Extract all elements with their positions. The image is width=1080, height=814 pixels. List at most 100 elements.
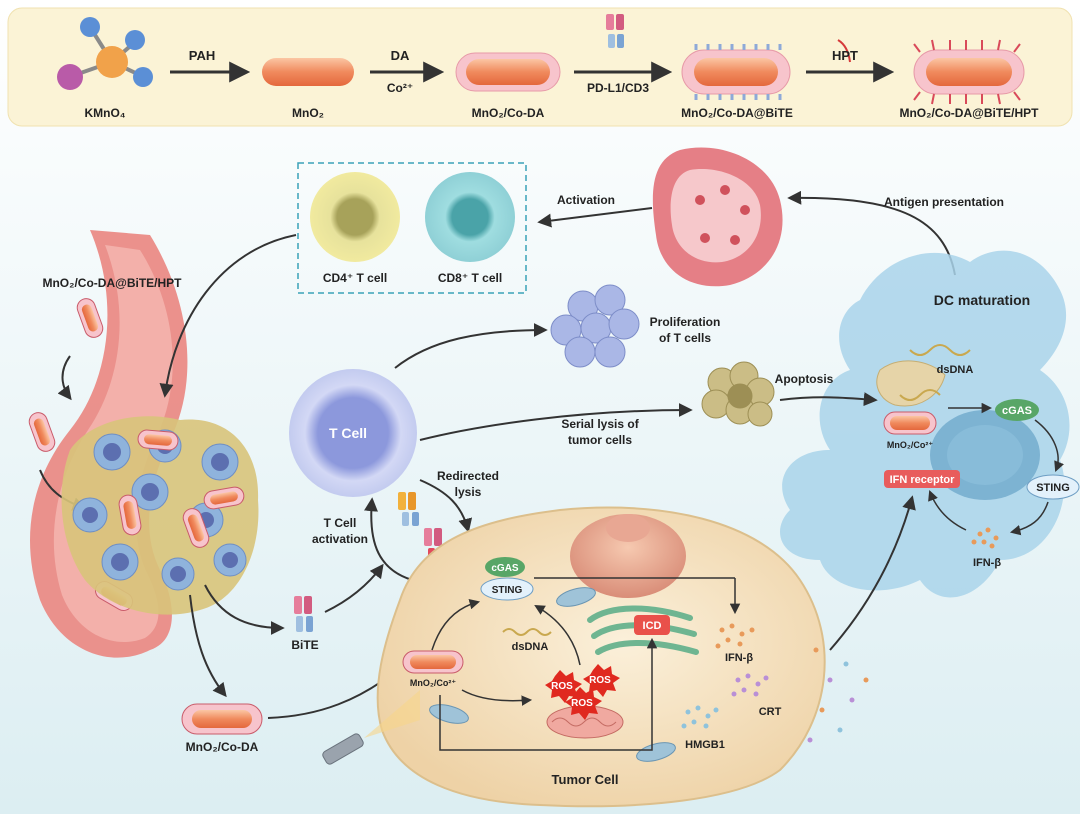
dsdna-tumor-label: dsDNA bbox=[512, 641, 549, 653]
serial-lysis-label-1: Serial lysis of bbox=[561, 417, 639, 431]
ros-burst-1: ROS bbox=[545, 670, 582, 703]
lymph-node bbox=[652, 147, 783, 287]
dc-maturation-label: DC maturation bbox=[934, 292, 1030, 308]
cd4-label: CD4⁺ T cell bbox=[323, 271, 387, 285]
activation-label: Activation bbox=[557, 193, 615, 207]
kmno4-label: KMnO₄ bbox=[84, 106, 125, 120]
tumor-to-dc-arrow bbox=[829, 495, 916, 651]
t-cell bbox=[289, 369, 417, 497]
bite-antibody-icon bbox=[606, 14, 624, 48]
released-dots bbox=[807, 647, 869, 743]
ifnb-tumor-label: IFN-β bbox=[725, 652, 753, 664]
co-label: Co²⁺ bbox=[387, 81, 413, 95]
hpt-label: HPT bbox=[832, 48, 858, 63]
t-cell-label: T Cell bbox=[329, 425, 367, 441]
nucleus bbox=[570, 514, 686, 598]
tcell-activation-arrow bbox=[364, 497, 413, 581]
cgas-tumor-label: cGAS bbox=[491, 563, 519, 574]
apoptosis-to-dc-arrow bbox=[779, 392, 878, 407]
hpt-icon bbox=[837, 39, 851, 63]
mno2-co-tumor-rod bbox=[402, 650, 464, 674]
pdl1-cd3-label: PD-L1/CD3 bbox=[587, 81, 649, 95]
bite-icon bbox=[294, 596, 313, 632]
redirected-lysis-arrow bbox=[419, 479, 473, 533]
apoptosis-label: Apoptosis bbox=[775, 372, 834, 386]
serial-lysis-arrow bbox=[419, 403, 693, 441]
cd8-label: CD8⁺ T cell bbox=[438, 271, 502, 285]
dc-ifnb-arrow bbox=[1009, 501, 1049, 536]
kmno4-molecule-icon bbox=[57, 17, 153, 90]
cgas-tumor-badge bbox=[485, 557, 525, 577]
mno2-coda-bite-nanorod bbox=[681, 44, 791, 100]
sting-tumor-badge bbox=[480, 577, 534, 601]
mno2-to-icd-arrow bbox=[439, 637, 658, 751]
crt-dots bbox=[731, 673, 769, 697]
sting-dc-label: STING bbox=[1036, 482, 1070, 494]
svg-text:ROS: ROS bbox=[571, 698, 593, 709]
dsdna-cluster-dc bbox=[876, 344, 971, 407]
mitochondrion-1 bbox=[556, 587, 596, 607]
icd-badge bbox=[634, 615, 670, 635]
cgas-dc-badge bbox=[995, 399, 1039, 421]
cgas-dc-label: cGAS bbox=[1002, 405, 1032, 417]
tcell-subsets-box: CD4⁺ T cell CD8⁺ T cell bbox=[297, 162, 527, 294]
mno2-label: MnO₂ bbox=[292, 106, 324, 120]
icd-label: ICD bbox=[643, 620, 662, 632]
tumor-mass bbox=[61, 416, 259, 615]
dc-sting-arrow bbox=[1034, 419, 1064, 472]
proliferation-label-1: Proliferation bbox=[650, 315, 721, 329]
svg-text:ROS: ROS bbox=[589, 675, 611, 686]
laser-probe-icon bbox=[322, 690, 420, 765]
ifn-receptor-label: IFN receptor bbox=[890, 474, 956, 486]
apoptotic-body bbox=[701, 361, 775, 427]
tcell-activation-label-2: activation bbox=[312, 532, 368, 546]
antigen-presentation-label: Antigen presentation bbox=[884, 195, 1004, 209]
mno2-coda-nanorod bbox=[455, 52, 561, 92]
tcell-cluster bbox=[550, 284, 640, 368]
vessel-nanoparticle-label: MnO₂/Co-DA@BiTE/HPT bbox=[42, 276, 182, 290]
ifnb-dc-dots bbox=[971, 527, 999, 549]
mno2-coda-bite-label: MnO₂/Co-DA@BiTE bbox=[681, 106, 793, 120]
mno2-coda-bottom-label: MnO₂/Co-DA bbox=[186, 740, 259, 754]
nucleolus bbox=[606, 514, 650, 542]
sting-tumor-label: STING bbox=[492, 585, 523, 596]
mno2-to-sting-arrow bbox=[431, 599, 481, 651]
mno2-to-ros-arrow bbox=[461, 689, 533, 706]
mno2-nanorod bbox=[262, 58, 354, 86]
da-label: DA bbox=[391, 48, 410, 63]
bite-label: BiTE bbox=[291, 638, 318, 652]
pah-label: PAH bbox=[189, 48, 215, 63]
tcell-activation-label-1: T Cell bbox=[324, 516, 357, 530]
cd4-tcell bbox=[310, 172, 400, 262]
tumor-cell-label: Tumor Cell bbox=[552, 772, 619, 787]
ros-burst-2: ROS bbox=[583, 664, 620, 697]
sting-dc-badge bbox=[1026, 474, 1080, 500]
dsdna-to-sting-arrow bbox=[534, 604, 581, 666]
hmgb1-label: HMGB1 bbox=[685, 739, 725, 751]
proliferation-arrow bbox=[394, 323, 548, 369]
redirected-lysis-label-2: lysis bbox=[455, 485, 482, 499]
svg-text:ROS: ROS bbox=[551, 681, 573, 692]
mno2-co-dc-rod bbox=[883, 411, 937, 435]
synthesis-banner: KMnO₄ PAH MnO₂ DA Co²⁺ MnO₂/Co-DA PD-L1/… bbox=[7, 7, 1073, 127]
bite-to-tcell-arrow bbox=[324, 563, 384, 613]
dsdna-tumor-strand bbox=[502, 628, 552, 636]
proliferation-label-2: of T cells bbox=[659, 331, 711, 345]
redirected-lysis-label-1: Redirected bbox=[437, 469, 499, 483]
dsdna-dc-label: dsDNA bbox=[937, 364, 974, 376]
mno2-coda-label: MnO₂/Co-DA bbox=[472, 106, 545, 120]
activation-arrow bbox=[537, 207, 653, 228]
vessel-flow-arrow-1 bbox=[57, 355, 72, 401]
tcell-infiltration-arrow bbox=[159, 234, 297, 398]
to-mno2-coda-arrow bbox=[189, 594, 227, 698]
mno2-co-tumor-label: MnO₂/Co²⁺ bbox=[410, 678, 456, 688]
ros-burst-3: ROS bbox=[565, 687, 602, 720]
mno2-coda-bite-hpt-label: MnO₂/Co-DA@BiTE/HPT bbox=[899, 106, 1039, 120]
mno2-coda-bottom-rod bbox=[181, 703, 263, 735]
hmgb1-dots bbox=[681, 705, 719, 729]
cd8-tcell bbox=[425, 172, 515, 262]
mitochondrion-3 bbox=[636, 742, 676, 762]
mno2-co-dc-label: MnO₂/Co²⁺ bbox=[887, 440, 933, 450]
to-bite-arrow bbox=[204, 584, 285, 635]
